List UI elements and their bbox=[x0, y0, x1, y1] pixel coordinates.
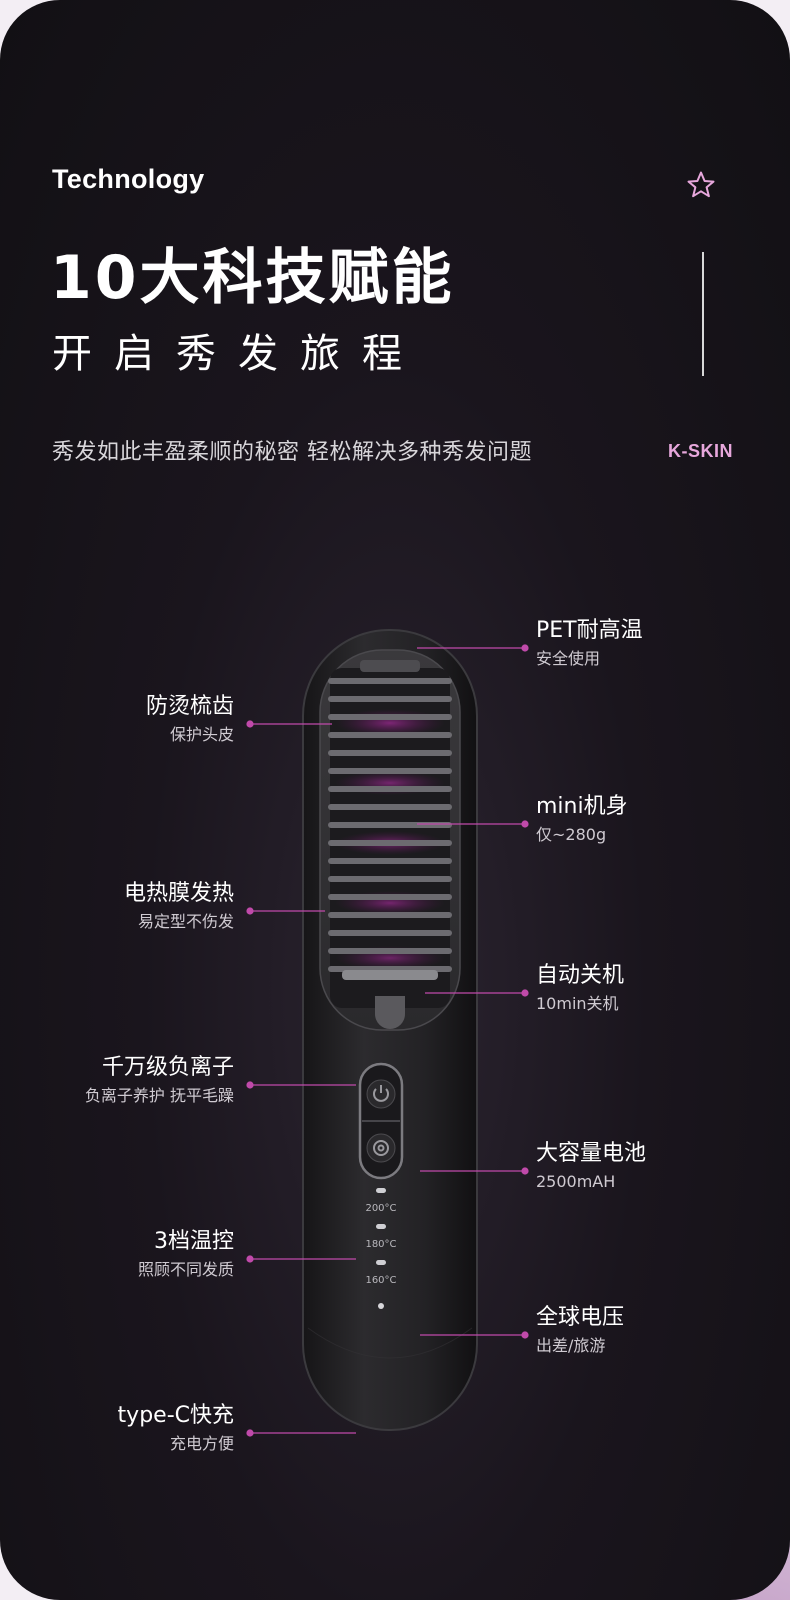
divider-line bbox=[702, 252, 704, 376]
feature-negative-ions: 千万级负离子 负离子养护 抚平毛躁 bbox=[85, 1053, 234, 1109]
feature-title: 防烫梳齿 bbox=[145, 694, 234, 719]
hair-brush-device: 200°C 180°C 160°C bbox=[302, 629, 478, 1431]
feature-title: 千万级负离子 bbox=[101, 1055, 234, 1080]
feature-title: 大容量电池 bbox=[536, 1141, 647, 1166]
feature-title: PET耐高温 bbox=[536, 618, 643, 643]
star-outline-icon bbox=[687, 171, 715, 198]
feature-heating-film: 电热膜发热 易定型不伤发 bbox=[124, 879, 234, 935]
head-latch bbox=[375, 996, 405, 1029]
feature-desc: 易定型不伤发 bbox=[137, 912, 234, 931]
page-subtitle: 开启秀发旅程 bbox=[52, 331, 424, 377]
feature-desc: 10min关机 bbox=[536, 994, 619, 1013]
section-eyebrow: Technology bbox=[52, 164, 205, 194]
feature-desc: 保护头皮 bbox=[169, 725, 234, 744]
feature-auto-shutoff: 自动关机 10min关机 bbox=[536, 961, 624, 1017]
feature-desc: 仅~280g bbox=[536, 825, 607, 844]
feature-global-voltage: 全球电压 出差/旅游 bbox=[536, 1303, 624, 1359]
power-icon bbox=[373, 1085, 389, 1102]
feature-anti-scald-teeth: 防烫梳齿 保护头皮 bbox=[146, 692, 234, 748]
feature-desc: 安全使用 bbox=[536, 649, 601, 668]
feature-desc: 2500mAH bbox=[536, 1172, 616, 1191]
feature-title: 全球电压 bbox=[536, 1305, 625, 1330]
temp-label-200: 200°C bbox=[365, 1203, 396, 1214]
feature-type-c-charging: type-C快充 充电方便 bbox=[118, 1401, 234, 1457]
feature-mini-body: mini机身 仅~280g bbox=[536, 792, 628, 848]
feature-desc: 负离子养护 抚平毛躁 bbox=[84, 1086, 234, 1105]
feature-desc: 出差/旅游 bbox=[536, 1336, 606, 1355]
page-title: 10大科技赋能 bbox=[50, 243, 455, 313]
feature-title: type-C快充 bbox=[117, 1403, 234, 1428]
mode-icon bbox=[373, 1140, 389, 1156]
feature-pet-heat-resistant: PET耐高温 安全使用 bbox=[536, 616, 643, 672]
feature-temperature-control: 3档温控 照顾不同发质 bbox=[138, 1227, 234, 1283]
brand-name: K-SKIN bbox=[668, 441, 733, 461]
status-led bbox=[378, 1303, 384, 1309]
feature-desc: 照顾不同发质 bbox=[137, 1260, 234, 1279]
bristle-rows bbox=[328, 678, 452, 972]
feature-title: mini机身 bbox=[536, 794, 628, 819]
temp-label-180: 180°C bbox=[365, 1239, 396, 1250]
feature-large-battery: 大容量电池 2500mAH bbox=[536, 1139, 646, 1195]
feature-title: 3档温控 bbox=[154, 1229, 234, 1254]
feature-title: 电热膜发热 bbox=[123, 881, 234, 906]
feature-desc: 充电方便 bbox=[169, 1434, 234, 1453]
feature-title: 自动关机 bbox=[536, 963, 625, 988]
tagline: 秀发如此丰盈柔顺的秘密 轻松解决多种秀发问题 bbox=[52, 440, 532, 465]
temp-label-160: 160°C bbox=[365, 1275, 396, 1286]
